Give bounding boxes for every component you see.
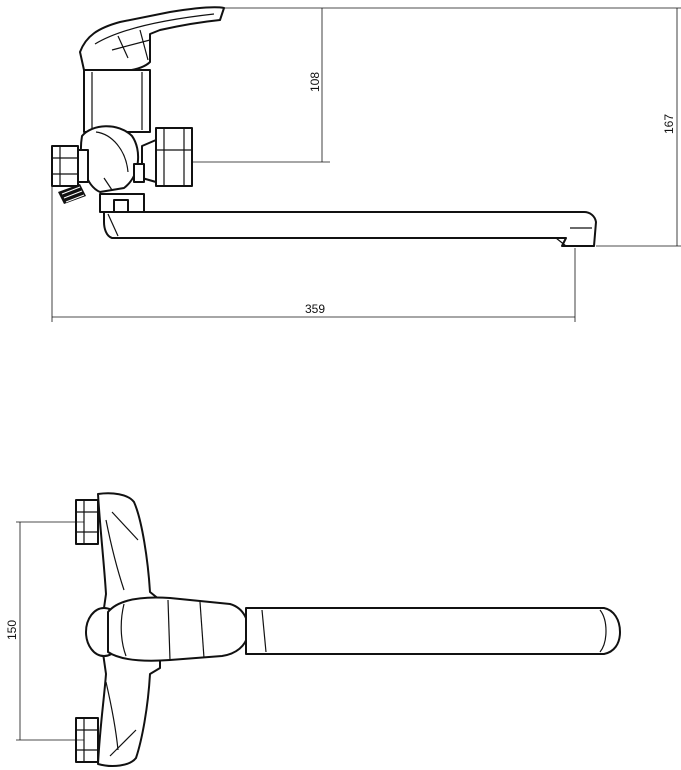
- dimension-label-167: 167: [662, 114, 676, 134]
- dimension-label-150: 150: [5, 620, 19, 640]
- dimension-108: 108: [192, 8, 330, 162]
- dimension-label-108: 108: [308, 72, 322, 92]
- side-view: 108 167 359: [52, 7, 681, 322]
- top-lever-handle: [108, 598, 248, 661]
- side-spout: [104, 212, 596, 246]
- dimension-150: 150: [5, 522, 84, 740]
- dimension-label-359: 359: [305, 302, 325, 316]
- side-lever-handle: [80, 7, 224, 72]
- dimension-167: 167: [330, 8, 681, 246]
- top-spout: [246, 608, 620, 654]
- side-diverter-fitting: [134, 128, 192, 186]
- side-spout-base: [100, 194, 144, 212]
- top-view: 150: [5, 493, 620, 766]
- side-eccentric-nut: [52, 146, 88, 186]
